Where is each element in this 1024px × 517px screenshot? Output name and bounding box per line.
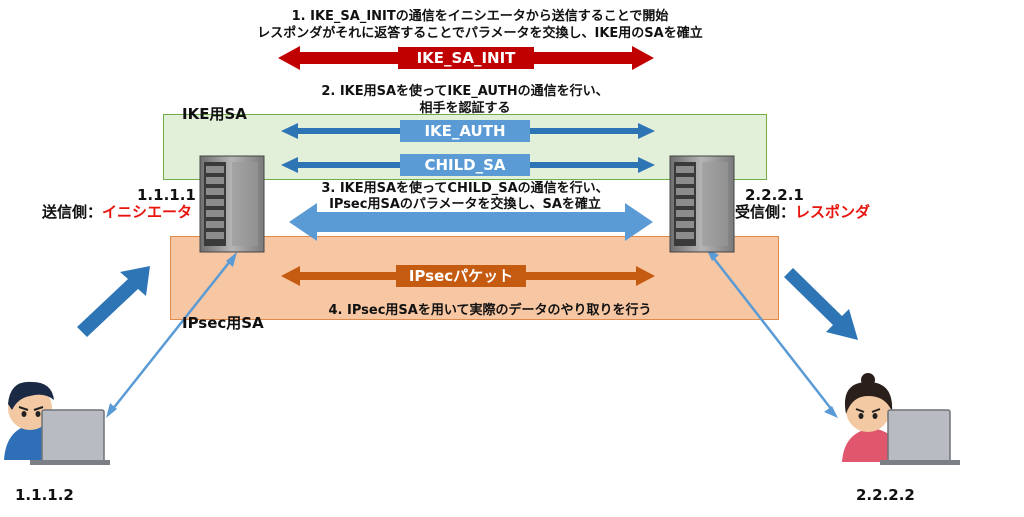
step1-line2: レスポンダがそれに返答することでパラメータを交換し、IKE用のSAを確立	[257, 26, 703, 41]
ike-auth-label: IKE_AUTH	[400, 120, 530, 142]
left-gateway-ip: 1.1.1.1	[137, 186, 196, 204]
left-client-link	[106, 252, 237, 418]
step1-line1: 1. IKE_SA_INITの通信をイニシエータから送信することで開始	[291, 9, 669, 24]
step2-line1: 2. IKE用SAを使ってIKE_AUTHの通信を行い、	[321, 84, 609, 99]
right-downstream-arrow	[784, 268, 858, 340]
ike-sa-zone-label: IKE用SA	[182, 105, 247, 123]
right-gateway-role-name: レスポンダ	[795, 203, 871, 221]
ike-sa-init-label: IKE_SA_INIT	[398, 47, 534, 69]
left-upstream-arrow	[77, 266, 150, 337]
ipsec-sa-zone-label: IPsec用SA	[182, 314, 264, 332]
child-sa-label: CHILD_SA	[400, 154, 530, 176]
left-gateway-role-prefix: 送信側：	[42, 203, 103, 221]
step3-line1: 3. IKE用SAを使ってCHILD_SAの通信を行い、	[321, 181, 609, 196]
right-client-ip: 2.2.2.2	[856, 486, 915, 504]
right-gateway-server-icon	[669, 155, 735, 253]
step3-line2: IPsec用SAのパラメータを交換し、SAを確立	[329, 197, 601, 212]
left-client-ip: 1.1.1.2	[15, 486, 74, 504]
left-gateway-server-icon	[199, 155, 265, 253]
right-gateway-ip: 2.2.2.1	[745, 186, 804, 204]
child-sa-exchange-arrow	[289, 203, 653, 241]
step4-text: 4. IPsec用SAを用いて実際のデータのやり取りを行う	[328, 303, 652, 318]
right-client-user-icon	[842, 373, 960, 465]
left-gateway-role: 送信側：イニシエータ	[42, 203, 192, 221]
ipsec-packet-label: IPsecパケット	[396, 265, 526, 287]
right-gateway-role: 受信側：レスポンダ	[735, 203, 870, 221]
left-client-user-icon	[4, 381, 110, 465]
left-gateway-role-name: イニシエータ	[102, 203, 193, 221]
step2-line2: 相手を認証する	[419, 101, 511, 116]
right-client-link	[706, 248, 838, 418]
right-gateway-role-prefix: 受信側：	[735, 203, 796, 221]
